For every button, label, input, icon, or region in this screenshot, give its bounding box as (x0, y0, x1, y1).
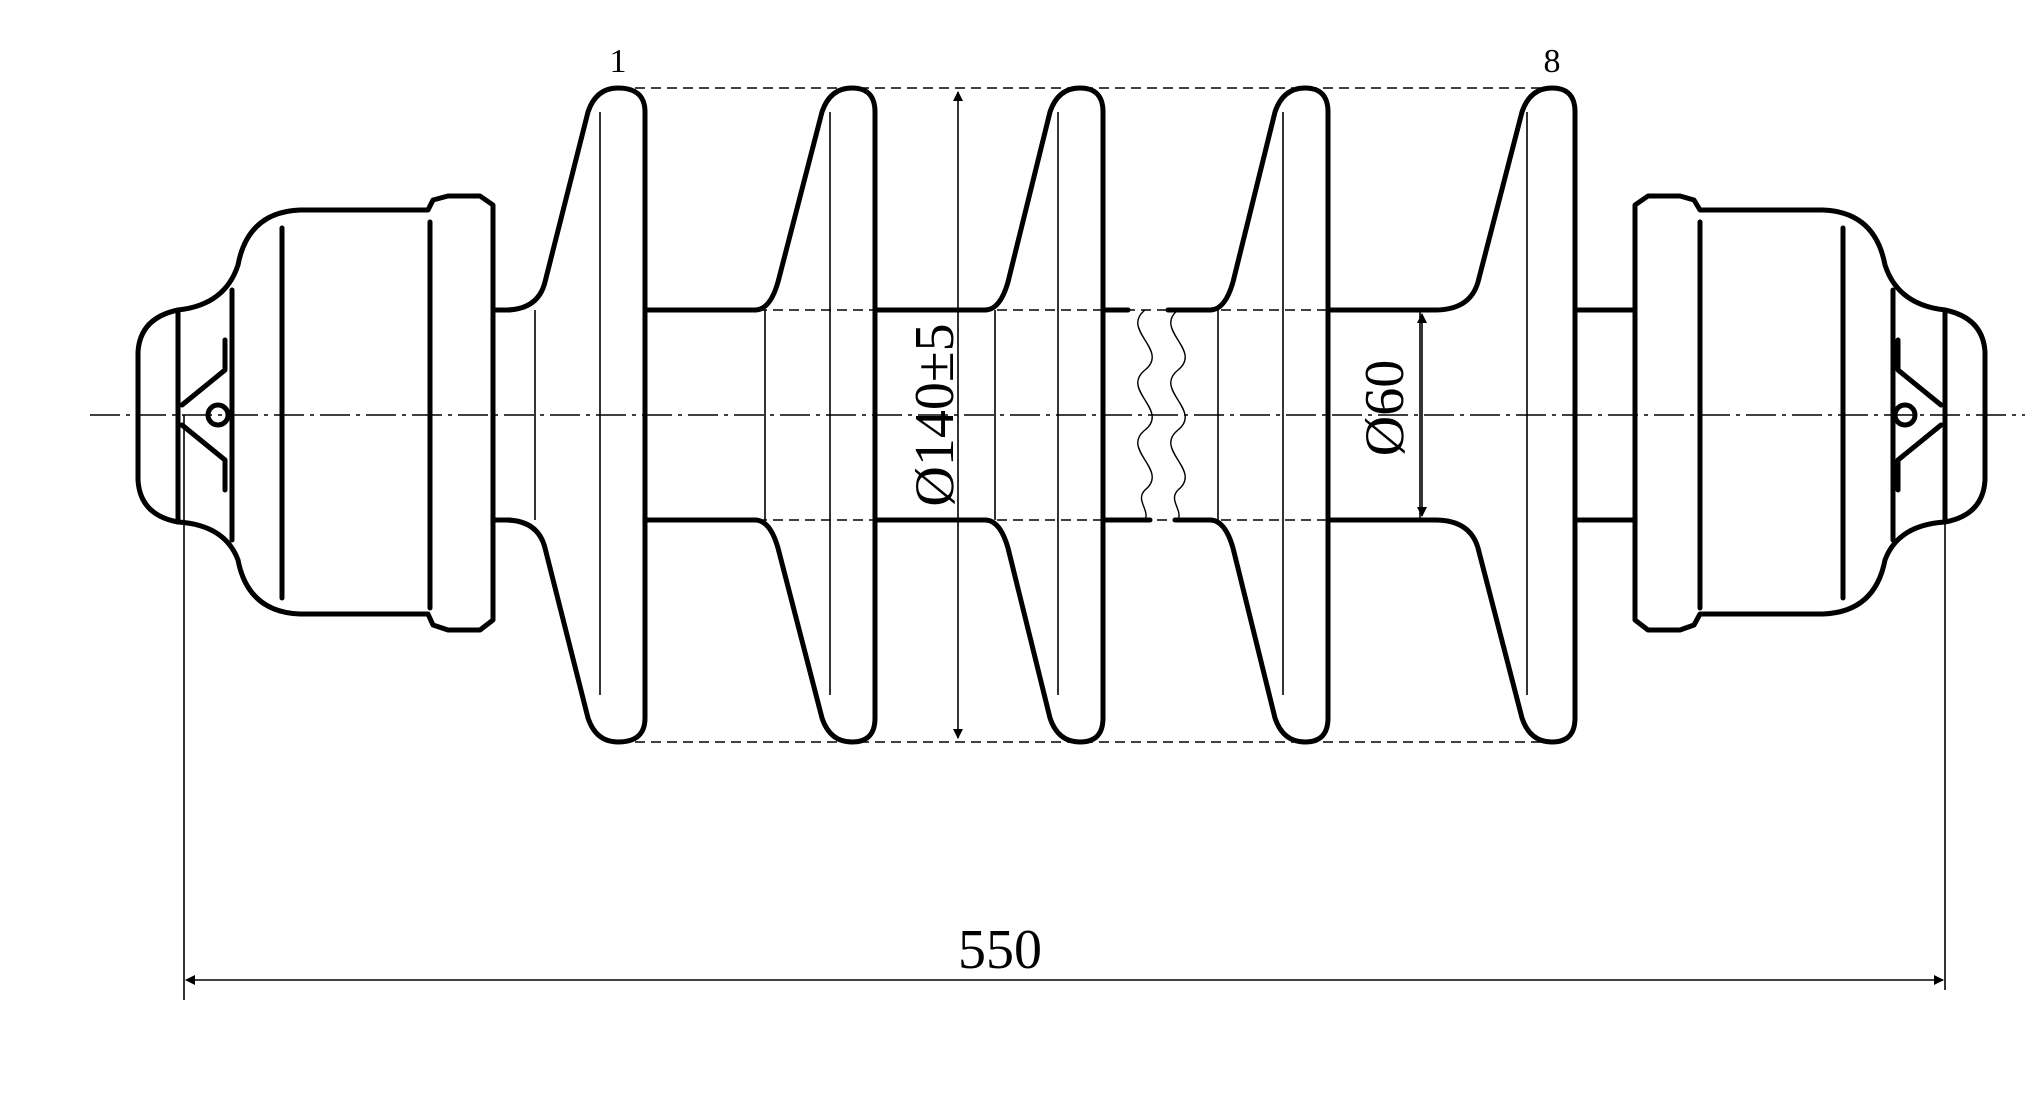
shed-2 (752, 85, 878, 745)
shed-number-last: 8 (1544, 43, 1561, 80)
overall-length-label: 550 (958, 919, 1042, 981)
shed-1 (490, 85, 648, 745)
shed-number-first: 1 (610, 43, 627, 80)
shed-3 (982, 85, 1106, 745)
break-symbol (1137, 309, 1186, 521)
shed-diameter-label: Ø140±5 (904, 323, 966, 506)
shed-4 (1207, 85, 1331, 745)
overall-length-dimension (183, 415, 1946, 1000)
left-end-fitting (135, 193, 496, 633)
right-end-fitting (1632, 193, 1988, 633)
core-diameter-label: Ø60 (1354, 360, 1416, 456)
shed-8 (1432, 85, 1578, 745)
